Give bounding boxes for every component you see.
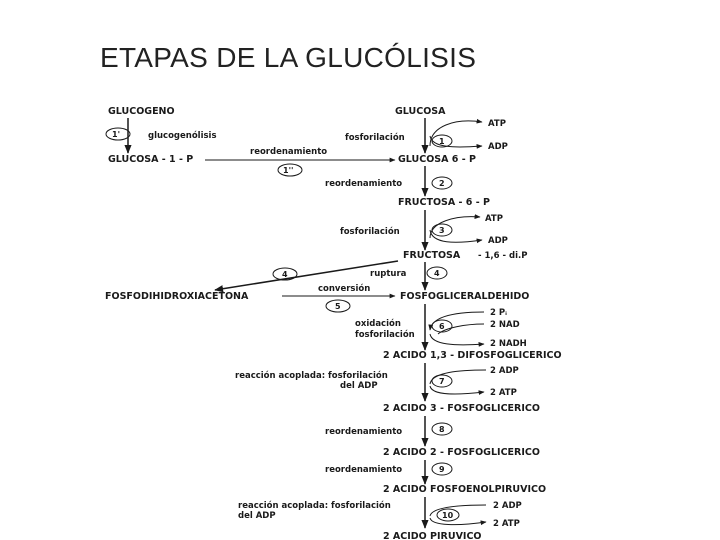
process-fosforilacion-1: fosforilación <box>345 132 405 143</box>
arrow-adp7 <box>429 369 487 385</box>
arrow-adp1 <box>429 135 483 149</box>
step-number: 4 <box>434 269 440 278</box>
process-reaccion7-b: del ADP <box>340 381 378 391</box>
step-number: 9 <box>439 465 445 474</box>
compound-piruvico: 2 ACIDO PIRUVICO <box>383 531 482 540</box>
step-number: 4 <box>282 270 288 279</box>
arrow-atp3 <box>429 214 481 239</box>
step-number: 5 <box>335 302 341 311</box>
process-reaccion7-a: reacción acoplada: fosforilación <box>235 370 388 381</box>
arrow-adp3 <box>429 229 483 244</box>
step-number: 7 <box>439 377 445 386</box>
step-badge <box>431 462 453 476</box>
cofactor-adp10: 2 ADP <box>493 501 522 511</box>
compound-fosfoglicerico3: 2 ACIDO 3 - FOSFOGLICERICO <box>383 403 540 414</box>
arrow-nad <box>437 323 485 335</box>
cofactor-adp3: ADP <box>488 236 508 246</box>
compound-glucosa6p: GLUCOSA 6 - P <box>398 154 476 165</box>
step-number: 2 <box>439 179 445 188</box>
compound-fosfoglicerico2: 2 ACIDO 2 - FOSFOGLICERICO <box>383 447 540 458</box>
process-reordenamiento-9: reordenamiento <box>325 465 402 475</box>
step-number: 1 <box>439 137 445 146</box>
step-number: 3 <box>439 226 445 235</box>
arrow-atp1 <box>429 118 483 147</box>
page-title: ETAPAS DE LA GLUCÓLISIS <box>100 42 477 73</box>
process-glucogenolisis: glucogenólisis <box>148 130 217 141</box>
step-badge <box>325 299 351 313</box>
cofactor-nad: 2 NAD <box>490 320 520 330</box>
cofactor-atp7: 2 ATP <box>490 388 517 398</box>
step-badge <box>426 266 448 280</box>
cofactor-adp7: 2 ADP <box>490 366 519 376</box>
arrow-atp10 <box>429 517 487 526</box>
process-reaccion10-b: del ADP <box>238 511 276 521</box>
step-badge <box>431 422 453 436</box>
cofactor-atp1: ATP <box>488 119 506 129</box>
step-number: 6 <box>439 322 445 331</box>
step-number: 8 <box>439 425 445 434</box>
compound-glucosa1p: GLUCOSA - 1 - P <box>108 154 193 165</box>
step-badge <box>277 163 303 177</box>
step-badge <box>105 127 131 141</box>
process-reordenamiento-2: reordenamiento <box>325 179 402 189</box>
step-number: 1' <box>112 130 120 139</box>
step-badge <box>431 374 453 388</box>
arrow-pi <box>428 311 485 331</box>
process-conversion: conversión <box>318 283 370 294</box>
compound-glucogeno: GLUCOGENO <box>108 106 175 117</box>
compound-fructosa16dp-suffix: - 1,6 - di.P <box>478 251 527 261</box>
compound-dihidroxiacetona: FOSFODIHIDROXIACETONA <box>105 291 249 302</box>
process-ruptura: ruptura <box>370 269 407 279</box>
arrow-atp7 <box>429 385 485 396</box>
process-reordenamiento-8: reordenamiento <box>325 427 402 437</box>
cofactor-atp3: ATP <box>485 214 503 224</box>
step-number: 1'' <box>283 166 293 175</box>
process-reaccion10-a: reacción acoplada: fosforilación <box>238 500 391 511</box>
cofactor-nadh: 2 NADH <box>490 339 527 349</box>
step-badge <box>272 267 298 281</box>
compound-difosfoglicerico: 2 ACIDO 1,3 - DIFOSFOGLICERICO <box>383 350 562 361</box>
compound-glucosa: GLUCOSA <box>395 106 446 117</box>
compound-fructosa16dp: FRUCTOSA <box>403 250 461 261</box>
compound-fosfoenolpiruvico: 2 ACIDO FOSFOENOLPIRUVICO <box>383 484 546 495</box>
arrow-to-dihidroxiacetona <box>214 260 399 293</box>
compound-fructosa6p: FRUCTOSA - 6 - P <box>398 197 490 208</box>
step-badge <box>436 508 460 522</box>
step-number: 10 <box>442 511 454 520</box>
process-fosforilacion-3: fosforilación <box>340 226 400 237</box>
arrow-adp10 <box>429 504 487 517</box>
cofactor-pi: 2 Pᵢ <box>490 308 507 318</box>
step-badge <box>431 176 453 190</box>
process-oxidacion: oxidación <box>355 318 401 329</box>
cofactor-atp10: 2 ATP <box>493 519 520 529</box>
arrow-nadh <box>429 333 485 347</box>
process-fosforilacion-6: fosforilación <box>355 329 415 340</box>
cofactor-adp1: ADP <box>488 142 508 152</box>
process-reordenamiento-top: reordenamiento <box>250 147 327 157</box>
compound-gliceraldehido: FOSFOGLICERALDEHIDO <box>400 291 529 302</box>
